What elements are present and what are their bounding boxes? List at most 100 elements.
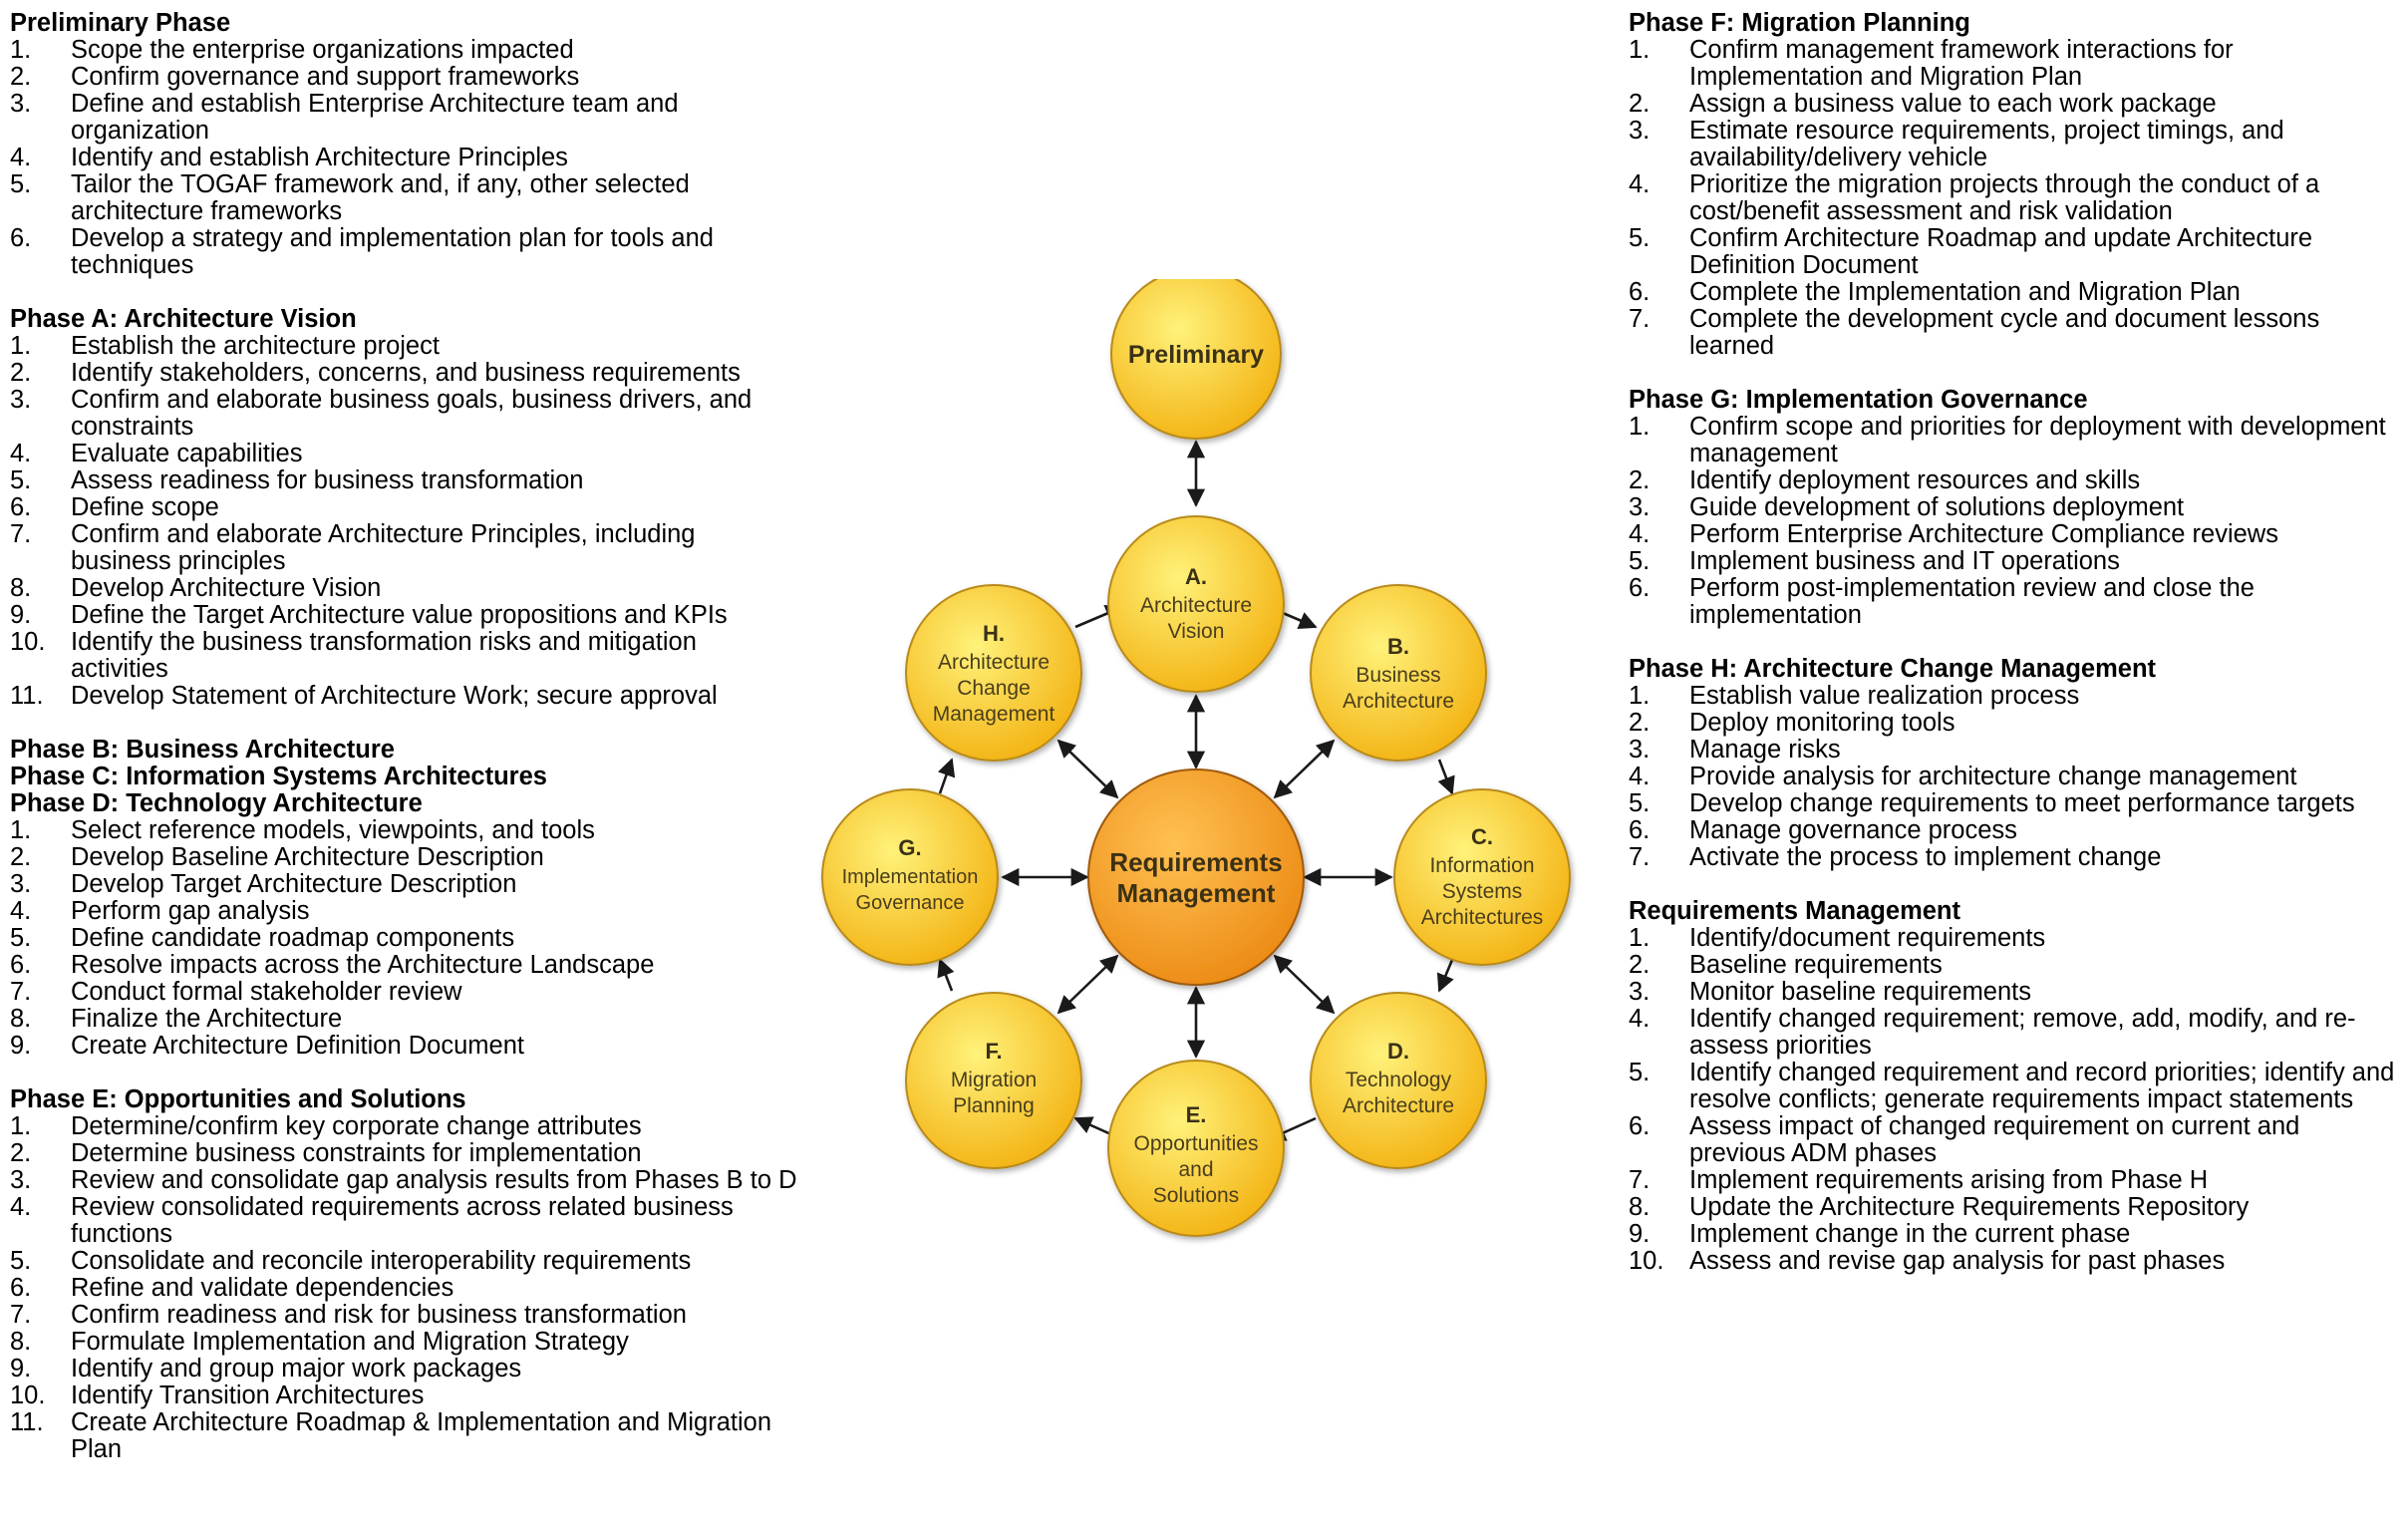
list-item: 5. Tailor the TOGAF framework and, if any… <box>10 171 797 225</box>
right-text-column: Phase F: Migration Planning 1.Confirm ma… <box>1629 10 2401 1302</box>
step-list: 1.Confirm management framework interacti… <box>1629 37 2401 360</box>
step-number: 5. <box>1629 1059 1651 1086</box>
step-number: 4. <box>1629 1005 1651 1033</box>
phase-label-line2: and <box>1178 1158 1213 1181</box>
step-number: 6. <box>1629 574 1651 602</box>
step-text: Monitor baseline requirements <box>1689 978 2032 1006</box>
step-number: 2. <box>1629 709 1651 737</box>
step-number: 8. <box>10 1328 32 1356</box>
step-number: 7. <box>1629 843 1651 871</box>
step-text: Identify stakeholders, concerns, and bus… <box>71 359 741 387</box>
step-number: 6. <box>10 224 32 252</box>
step-text: Identify the business transformation ris… <box>71 628 697 683</box>
phase-label-line1: Architecture <box>938 651 1050 674</box>
step-text: Establish value realization process <box>1689 682 2080 710</box>
list-item: 10.Assess and revise gap analysis for pa… <box>1629 1248 2401 1275</box>
phase-letter: F. <box>985 1039 1002 1064</box>
list-item: 9.Implement change in the current phase <box>1629 1221 2401 1248</box>
phase-label-line1: Opportunities <box>1134 1132 1259 1155</box>
step-number: 7. <box>10 978 32 1006</box>
list-item: 11. Create Architecture Roadmap & Impleme… <box>10 1409 797 1463</box>
step-text: Tailor the TOGAF framework and, if any, … <box>71 170 690 225</box>
phase-h-section: Phase H: Architecture Change Management … <box>1629 656 2401 871</box>
list-item: 7.Confirm readiness and risk for busines… <box>10 1302 797 1329</box>
step-text: Create Architecture Definition Document <box>71 1032 524 1060</box>
step-number: 3. <box>10 1166 32 1194</box>
phase-letter: H. <box>983 621 1005 646</box>
step-number: 6. <box>10 493 32 521</box>
step-text: Define candidate roadmap components <box>71 924 515 952</box>
section-heading: Phase C: Information Systems Architectur… <box>10 763 547 790</box>
phase-label-line2: Architecture <box>1343 690 1454 713</box>
list-item: 8.Formulate Implementation and Migration… <box>10 1329 797 1356</box>
step-number: 5. <box>1629 547 1651 575</box>
step-text: Confirm and elaborate business goals, bu… <box>71 386 752 441</box>
phase-label-line2: Planning <box>953 1094 1035 1117</box>
list-item: 2.Confirm governance and support framewo… <box>10 64 797 91</box>
list-item: 1.Determine/confirm key corporate change… <box>10 1113 797 1140</box>
list-item: 5.Define candidate roadmap components <box>10 925 797 952</box>
step-number: 1. <box>10 36 32 64</box>
center-title-line2: Management <box>1117 878 1276 908</box>
step-text: Scope the enterprise organizations impac… <box>71 36 574 64</box>
phase-letter: B. <box>1387 634 1409 659</box>
list-item: 2.Baseline requirements <box>1629 952 2401 979</box>
step-text: Determine business constraints for imple… <box>71 1139 642 1167</box>
list-item: 6.Refine and validate dependencies <box>10 1275 797 1302</box>
step-text: Implement change in the current phase <box>1689 1220 2131 1248</box>
node-title: Preliminary <box>1128 341 1264 369</box>
step-text: Define the Target Architecture value pro… <box>71 601 728 629</box>
list-item: 6.Perform post-implementation review and… <box>1629 575 2401 629</box>
phase-letter: E. <box>1186 1102 1207 1127</box>
node-preliminary: Preliminary <box>1110 279 1282 440</box>
step-number: 2. <box>10 359 32 387</box>
step-text: Perform Enterprise Architecture Complian… <box>1689 520 2278 548</box>
list-item: 4.Perform Enterprise Architecture Compli… <box>1629 521 2401 548</box>
list-item: 4.Identify changed requirement; remove, … <box>1629 1006 2401 1060</box>
step-number: 4. <box>10 440 32 467</box>
phase-label-line3: Management <box>933 703 1055 726</box>
step-text: Estimate resource requirements, project … <box>1689 117 2284 171</box>
list-item: 1.Establish the architecture project <box>10 333 797 360</box>
step-text: Identify deployment resources and skills <box>1689 466 2141 494</box>
step-text: Develop Target Architecture Description <box>71 870 517 898</box>
list-item: 4.Identify and establish Architecture Pr… <box>10 145 797 171</box>
list-item: 2.Determine business constraints for imp… <box>10 1140 797 1167</box>
step-number: 3. <box>1629 493 1651 521</box>
step-text: Evaluate capabilities <box>71 440 303 467</box>
step-text: Assess readiness for business transforma… <box>71 466 584 494</box>
step-number: 1. <box>1629 36 1651 64</box>
node-phase-c: C. Information Systems Architectures <box>1393 788 1571 966</box>
phase-bcd-section: Phase B: Business Architecture Phase C: … <box>10 737 797 1060</box>
step-number: 2. <box>1629 90 1651 118</box>
section-heading: Phase H: Architecture Change Management <box>1629 655 2157 683</box>
node-requirements-management: Requirements Management <box>1087 768 1305 986</box>
step-number: 6. <box>1629 278 1651 306</box>
step-list: 1.Confirm scope and priorities for deplo… <box>1629 414 2401 629</box>
list-item: 4. Evaluate capabilities <box>10 441 797 467</box>
step-number: 4. <box>10 897 32 925</box>
step-number: 11. <box>10 1408 44 1436</box>
list-item: 5.Consolidate and reconcile interoperabi… <box>10 1248 797 1275</box>
step-text: Create Architecture Roadmap & Implementa… <box>71 1408 772 1463</box>
step-text: Provide analysis for architecture change… <box>1689 763 2297 790</box>
step-number: 3. <box>10 386 32 414</box>
list-item: 2.Deploy monitoring tools <box>1629 710 2401 737</box>
step-text: Confirm Architecture Roadmap and update … <box>1689 224 2313 279</box>
step-number: 5. <box>10 170 32 198</box>
requirements-section: Requirements Management 1.Identify/docum… <box>1629 898 2401 1275</box>
section-heading: Phase F: Migration Planning <box>1629 9 1970 37</box>
phase-letter: C. <box>1471 824 1493 849</box>
list-item: 4.Review consolidated requirements acros… <box>10 1194 797 1248</box>
node-phase-d: D. Technology Architecture <box>1310 992 1487 1169</box>
step-text: Define and establish Enterprise Architec… <box>71 90 679 145</box>
list-item: 8.Update the Architecture Requirements R… <box>1629 1194 2401 1221</box>
list-item: 7.Complete the development cycle and doc… <box>1629 306 2401 360</box>
phase-label-line1: Business <box>1355 664 1440 687</box>
list-item: 5.Confirm Architecture Roadmap and updat… <box>1629 225 2401 279</box>
step-text: Guide development of solutions deploymen… <box>1689 493 2185 521</box>
phase-label-line2: Change <box>957 677 1031 700</box>
step-number: 8. <box>10 574 32 602</box>
phase-letter: D. <box>1387 1039 1409 1064</box>
